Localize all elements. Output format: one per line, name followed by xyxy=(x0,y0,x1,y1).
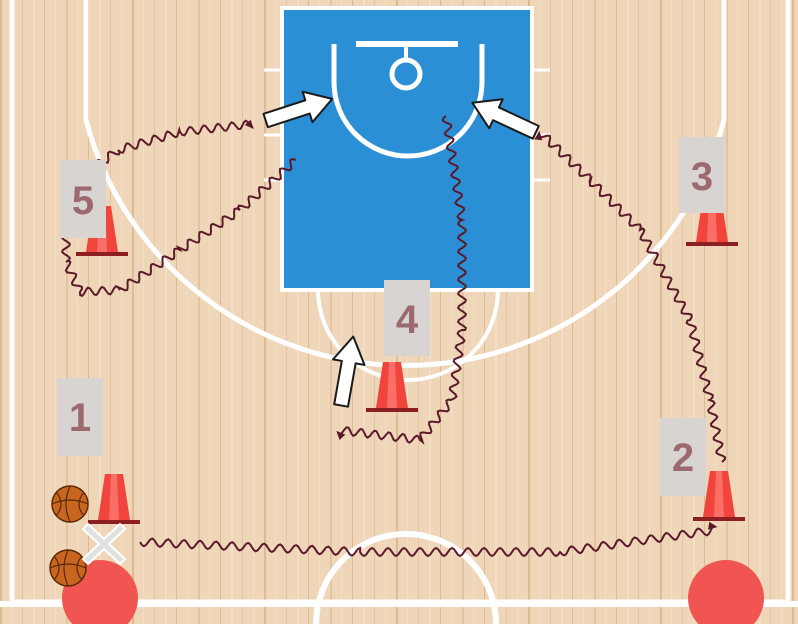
station-number: 4 xyxy=(396,298,419,342)
station-label-1: 1 xyxy=(57,378,103,456)
station-number: 2 xyxy=(672,436,694,480)
station-label-4: 4 xyxy=(384,280,430,356)
basketball-icon xyxy=(52,486,88,522)
station-label-2: 2 xyxy=(660,418,706,496)
basketball-icon xyxy=(50,550,86,586)
station-number: 1 xyxy=(69,396,91,440)
station-number: 3 xyxy=(691,155,713,199)
station-label-5: 5 xyxy=(60,160,106,238)
station-label-3: 3 xyxy=(679,137,725,213)
station-number: 5 xyxy=(72,179,94,223)
